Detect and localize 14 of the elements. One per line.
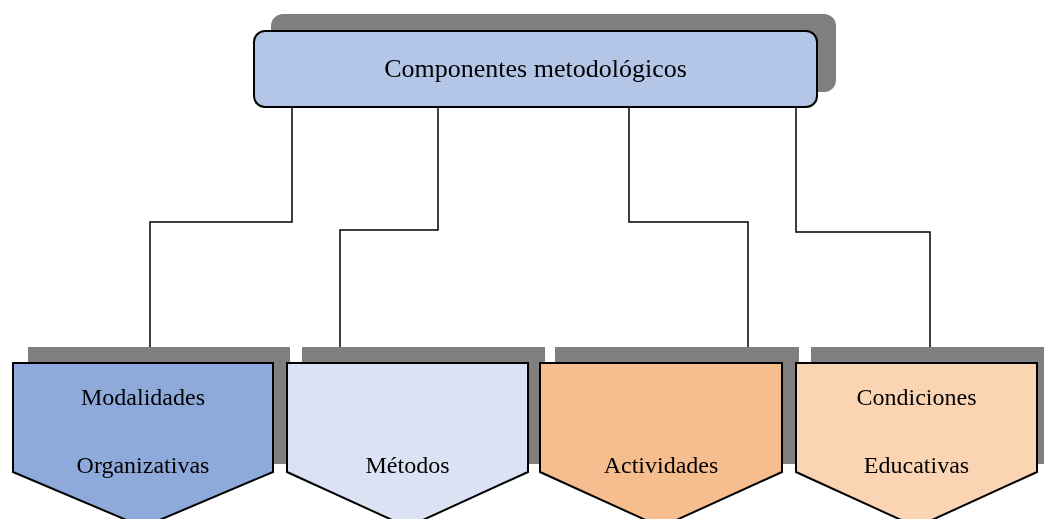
box-label: Modalidades Organizativas (75, 383, 211, 480)
pentagon-box (12, 362, 274, 519)
box-label: Condiciones Educativas (855, 383, 978, 480)
box-label: Actividades (602, 451, 720, 480)
pentagon-box (539, 362, 783, 519)
pentagon-box (795, 362, 1038, 519)
rounded-box (253, 30, 818, 108)
box-label: Métodos (364, 451, 451, 480)
connector-line (628, 107, 749, 348)
connector-line (149, 107, 293, 348)
pentagon-box (286, 362, 529, 519)
connector-line (339, 107, 439, 348)
connector-line (795, 107, 931, 348)
box-label: Componentes metodológicos (384, 54, 687, 84)
